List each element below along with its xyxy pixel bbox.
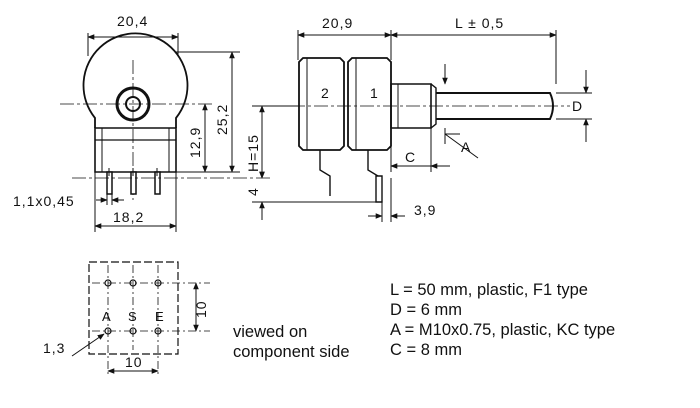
dim-width-20-4: 20,4 [117, 13, 148, 29]
spec-c: C = 8 mm [390, 341, 462, 359]
dim-shaft-diameter: D [572, 98, 583, 114]
spec-a: A = M10x0.75, plastic, KC type [390, 321, 616, 339]
section-1-label: 1 [370, 85, 379, 101]
side-section-1 [348, 58, 391, 150]
dim-pin-1-1x0-45: 1,1x0,45 [13, 193, 75, 209]
spec-l: L = 50 mm, plastic, F1 type [390, 281, 588, 299]
dim-shaft-length: L ± 0,5 [455, 15, 504, 31]
side-view [252, 30, 592, 222]
footprint-outline [89, 262, 178, 354]
front-view [60, 33, 270, 232]
dim-pin-depth-4: 4 [245, 187, 261, 196]
spec-d: D = 6 mm [390, 301, 462, 319]
footprint-pin-e: E [155, 309, 164, 324]
caption-line-1: viewed on [233, 323, 308, 341]
dim-center-12-9: 12,9 [187, 127, 203, 158]
dim-grid-width-10: 10 [125, 354, 143, 370]
section-2-label: 2 [321, 85, 330, 101]
dim-pin-span-18-2: 18,2 [113, 209, 144, 225]
footprint-pin-a: A [102, 309, 111, 324]
footprint-view [72, 262, 210, 376]
caption-line-2: component side [233, 343, 350, 361]
front-body-outline [83, 33, 187, 128]
dim-pin-offset-3-9: 3,9 [414, 202, 436, 218]
dim-height-h15: H=15 [245, 134, 261, 172]
dim-collar-c: C [405, 149, 416, 165]
dim-hole-1-3: 1,3 [43, 340, 65, 356]
dim-thread-a: A [461, 139, 471, 155]
dim-grid-height-10: 10 [193, 300, 209, 318]
dim-height-25-2: 25,2 [214, 104, 230, 135]
dim-body-length-20-9: 20,9 [322, 15, 353, 31]
footprint-pin-s: S [128, 309, 137, 324]
side-section-2 [299, 58, 344, 150]
front-terminal-block [95, 128, 176, 172]
